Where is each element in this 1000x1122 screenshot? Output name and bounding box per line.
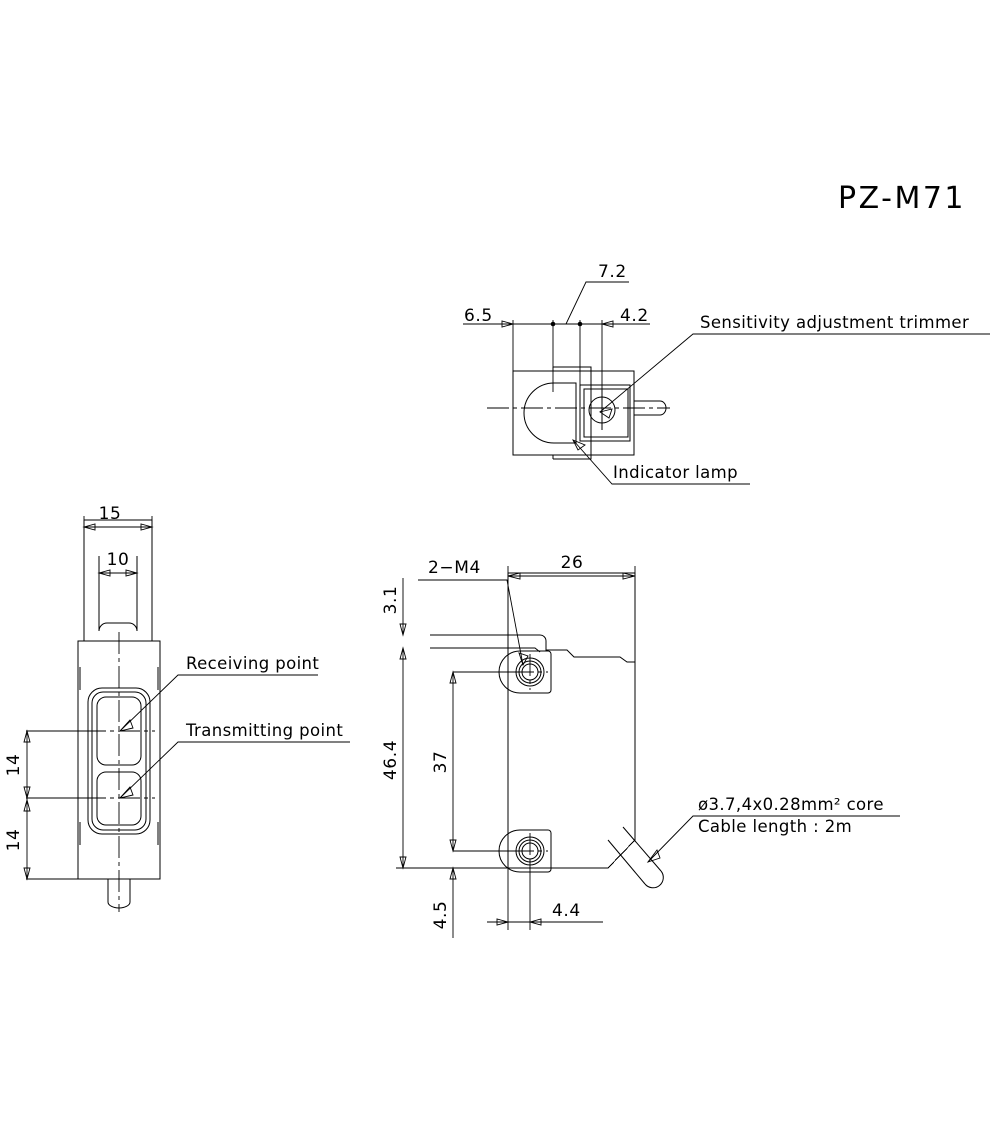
callout-label-transmitting-point: Transmitting point — [185, 721, 343, 740]
side-view-neck-round — [98, 622, 138, 632]
callout-label-2-m4: 2−M4 — [428, 558, 481, 578]
side-view-group: 15 10 14 14 Receiving point Transmitting… — [4, 504, 350, 912]
dimension-label-10: 10 — [107, 550, 130, 570]
front-view-group: 2−M4 26 3.1 46.4 37 4.5 4 — [381, 553, 900, 938]
arrowhead-2-m4 — [518, 652, 529, 667]
arrow-4-4-right — [528, 918, 542, 926]
drawing-title: PZ-M71 — [838, 181, 966, 216]
arrow-3-1-bottom — [399, 623, 407, 637]
leader-cable-spec — [647, 815, 900, 863]
arrow-14a-top — [23, 729, 31, 743]
front-view-cable-side-a — [607, 839, 646, 885]
mounting-boss-lower — [498, 829, 552, 873]
arrowhead-cable-spec — [646, 849, 661, 863]
dimension-label-46-4: 46.4 — [381, 740, 401, 780]
arrow-37-bottom — [449, 839, 457, 853]
arrow-15-right — [140, 523, 154, 531]
leader-receiving-point — [119, 674, 318, 732]
dimension-label-4-4: 4.4 — [552, 901, 581, 921]
front-view-top-flange-step — [508, 634, 635, 663]
callout-label-sensitivity-trimmer: Sensitivity adjustment trimmer — [700, 313, 969, 332]
front-view-cable-side-b — [622, 826, 662, 872]
top-view-step-bottom — [553, 455, 592, 460]
dimension-label-7-2: 7.2 — [598, 262, 627, 282]
arrow-4-2 — [600, 320, 614, 328]
dimension-label-37: 37 — [431, 751, 451, 774]
dimension-label-4-2: 4.2 — [620, 306, 649, 326]
arrow-14b-bottom — [23, 867, 31, 881]
arrow-46-4-bottom — [399, 856, 407, 870]
arrow-10-right — [125, 569, 139, 577]
arrowhead-sensitivity-trimmer — [598, 408, 613, 419]
dimension-label-26: 26 — [561, 553, 584, 573]
leader-7-2 — [565, 281, 629, 325]
leader-2-m4 — [418, 579, 524, 666]
dimension-label-4-5: 4.5 — [431, 901, 451, 930]
arrowhead-transmitting-point — [118, 786, 134, 799]
arrow-6-5 — [501, 320, 515, 328]
front-view-cable-end — [644, 870, 664, 889]
callout-label-indicator-lamp: Indicator lamp — [613, 463, 738, 482]
leader-transmitting-point — [119, 741, 350, 799]
dimension-label-14a: 14 — [4, 754, 24, 777]
callout-label-receiving-point: Receiving point — [186, 654, 319, 673]
arrow-15-left — [82, 523, 96, 531]
arrow-14a-bottom — [23, 786, 31, 800]
side-view-body-outline — [77, 640, 161, 880]
arrow-26-right — [622, 572, 636, 580]
top-view-right-body — [591, 370, 635, 456]
callout-label-cable-spec: ø3.7,4x0.28mm² core — [698, 795, 884, 814]
top-view-step-top — [553, 366, 592, 371]
arrow-37-top — [449, 670, 457, 684]
dimension-label-14b: 14 — [4, 829, 24, 852]
front-view-body-outline — [507, 572, 636, 869]
leader-sensitivity-trimmer — [599, 333, 990, 413]
mounting-boss-upper — [498, 650, 552, 694]
top-view-group: 6.5 7.2 4.2 Sensitivity adjustment trimm… — [463, 262, 990, 485]
dimension-label-15: 15 — [99, 504, 122, 524]
tick-dot-a — [550, 321, 556, 327]
callout-label-cable-length: Cable length : 2m — [698, 817, 852, 836]
arrowhead-receiving-point — [118, 719, 134, 732]
arrow-10-left — [97, 569, 111, 577]
arrow-4-4-left — [496, 918, 510, 926]
arrowhead-indicator-lamp — [572, 439, 586, 451]
arrow-46-4-top — [399, 646, 407, 660]
dimension-label-3-1: 3.1 — [381, 586, 401, 615]
top-view-trimmer-housing-inner — [583, 388, 629, 438]
leader-indicator-lamp — [572, 439, 750, 485]
top-view-trimmer-housing-outer — [579, 384, 631, 442]
arrow-26-left — [507, 572, 521, 580]
top-view-lens-pocket — [523, 382, 577, 444]
arrow-4-5-top — [449, 866, 457, 880]
dimension-label-6-5: 6.5 — [464, 306, 493, 326]
arrow-14b-top — [23, 798, 31, 812]
tick-dot-b — [577, 321, 583, 327]
